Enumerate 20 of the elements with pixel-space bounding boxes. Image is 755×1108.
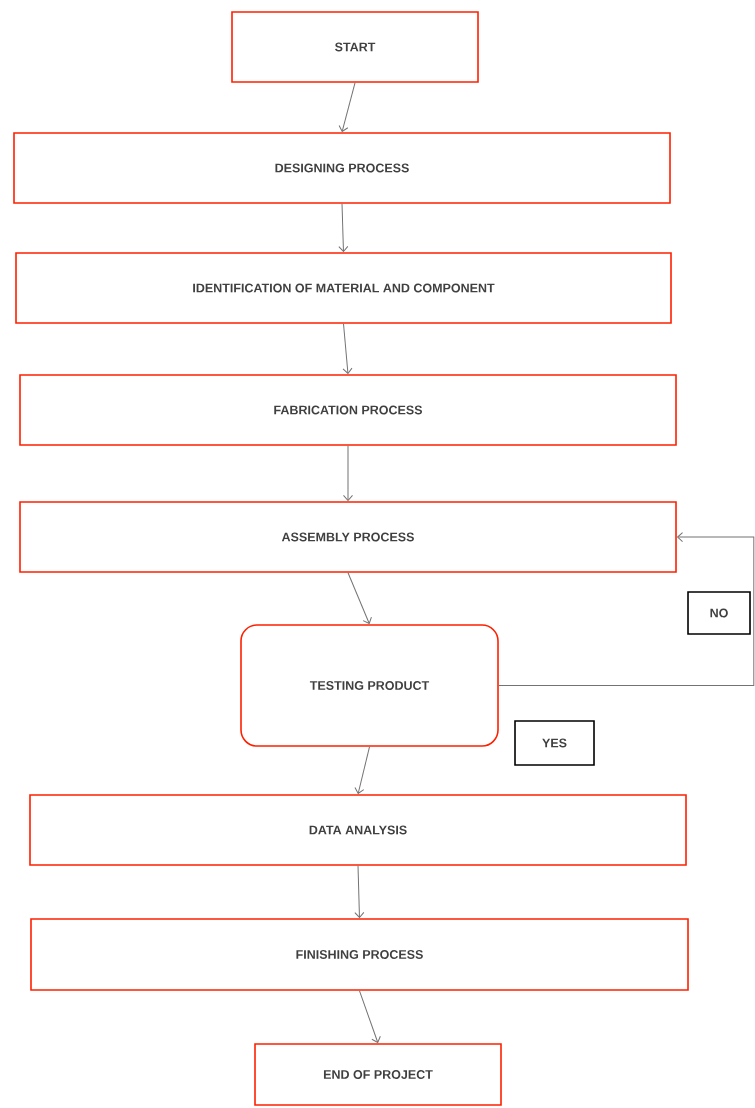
arrow — [498, 532, 755, 686]
arrow — [338, 203, 349, 252]
process-box: END OF PROJECT — [254, 1043, 502, 1106]
answer-box: YES — [514, 720, 595, 766]
arrow — [338, 82, 356, 132]
process-box: ASSEMBLY PROCESS — [19, 501, 677, 573]
process-box: FABRICATION PROCESS — [19, 374, 677, 446]
arrow — [354, 746, 370, 794]
arrow — [359, 990, 381, 1043]
process-box: FINISHING PROCESS — [30, 918, 689, 991]
arrow — [347, 572, 372, 624]
answer-box: NO — [687, 591, 751, 635]
arrow — [343, 445, 353, 501]
arrow — [354, 865, 365, 918]
process-box: START — [231, 11, 479, 83]
process-box: DESIGNING PROCESS — [13, 132, 671, 204]
arrow — [342, 323, 353, 374]
process-box: DATA ANALYSIS — [29, 794, 687, 866]
process-box: IDENTIFICATION OF MATERIAL AND COMPONENT — [15, 252, 672, 324]
decision-box: TESTING PRODUCT — [240, 624, 499, 747]
